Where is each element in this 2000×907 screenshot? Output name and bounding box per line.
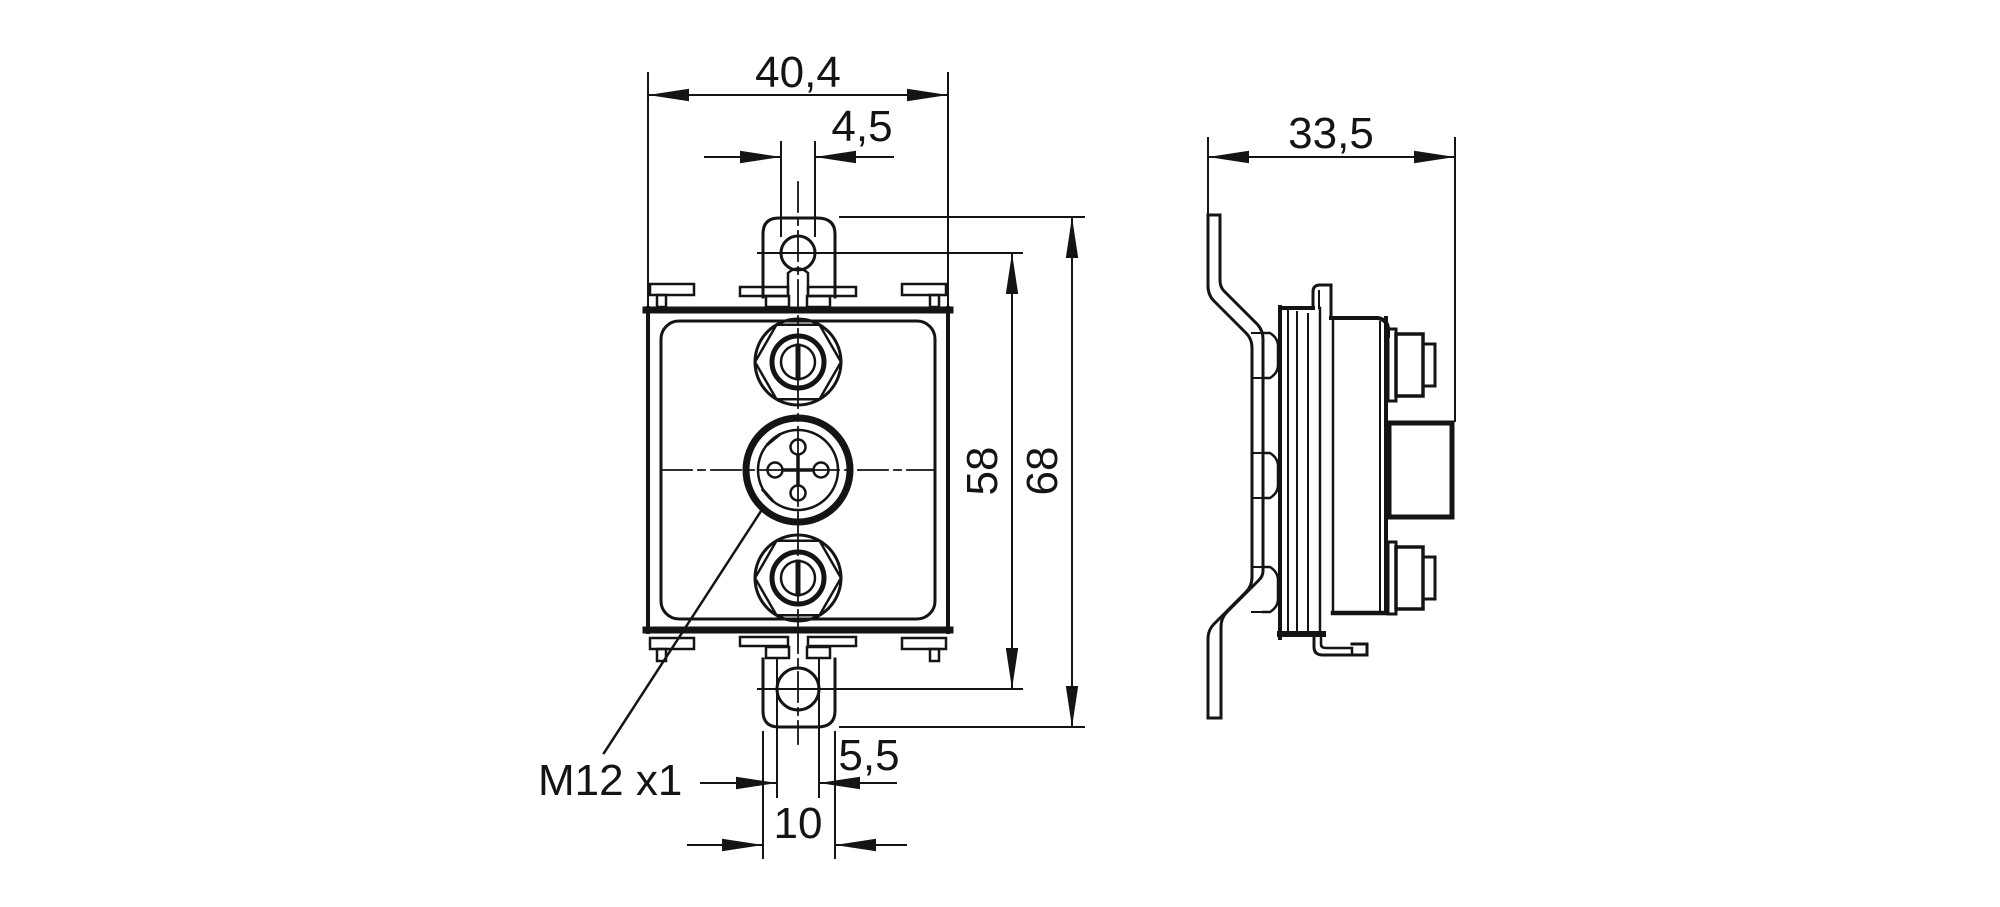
side-top-connector (1386, 327, 1437, 403)
leader-line (602, 506, 765, 755)
dim-bottom-slot-label: 5,5 (838, 731, 899, 780)
m12-pin-right (812, 461, 830, 479)
side-bottom-connector (1386, 540, 1437, 616)
thread-callout-label: M12 x1 (538, 756, 682, 805)
bracket-clip-middle (1261, 451, 1280, 500)
bottom-mounting-tab (761, 657, 837, 729)
front-view (642, 72, 954, 745)
bracket-clip-top (1261, 331, 1280, 380)
thread-callout: M12 x1 (538, 506, 765, 805)
dim-top-slot-label: 4,5 (831, 102, 892, 151)
side-bracket-profile (1206, 213, 1280, 720)
m12-key-notch-upper (765, 432, 782, 447)
dimension-width: 40,4 (647, 48, 949, 102)
m12-pin-bottom (789, 484, 807, 502)
dimension-hole-centers: 58 (757, 252, 1023, 690)
side-top-lug (1311, 283, 1333, 320)
side-device-housing (1277, 283, 1455, 657)
m12-pin-top (789, 438, 807, 456)
dim-hole-centers-label: 58 (958, 447, 1007, 496)
m12-pin-left (766, 461, 784, 479)
dimension-overall-height: 68 (839, 216, 1085, 728)
m12-connector (742, 414, 854, 526)
dim-width-label: 40,4 (755, 48, 841, 97)
bottom-hex-connector (753, 533, 843, 623)
bracket-clip-bottom (1261, 565, 1280, 614)
top-hex-connector (753, 317, 843, 407)
m12-key-notch-lower (760, 487, 775, 503)
dim-depth-label: 33,5 (1288, 109, 1374, 158)
dim-overall-height-label: 68 (1018, 447, 1067, 496)
dimension-top-slot: 4,5 (704, 102, 894, 237)
dim-tab-width-label: 10 (774, 799, 823, 848)
side-rear-block (1386, 420, 1455, 520)
top-mounting-lug (761, 216, 837, 299)
front-view-dimensions: 40,4 4,5 58 68 5,5 (538, 48, 1085, 859)
dimension-depth: 33,5 (1207, 109, 1456, 422)
dimension-tab-width: 10 (687, 731, 907, 859)
side-view: 33,5 (1206, 109, 1456, 720)
dimension-bottom-slot: 5,5 (700, 657, 900, 798)
m12-center-cross (783, 455, 813, 485)
